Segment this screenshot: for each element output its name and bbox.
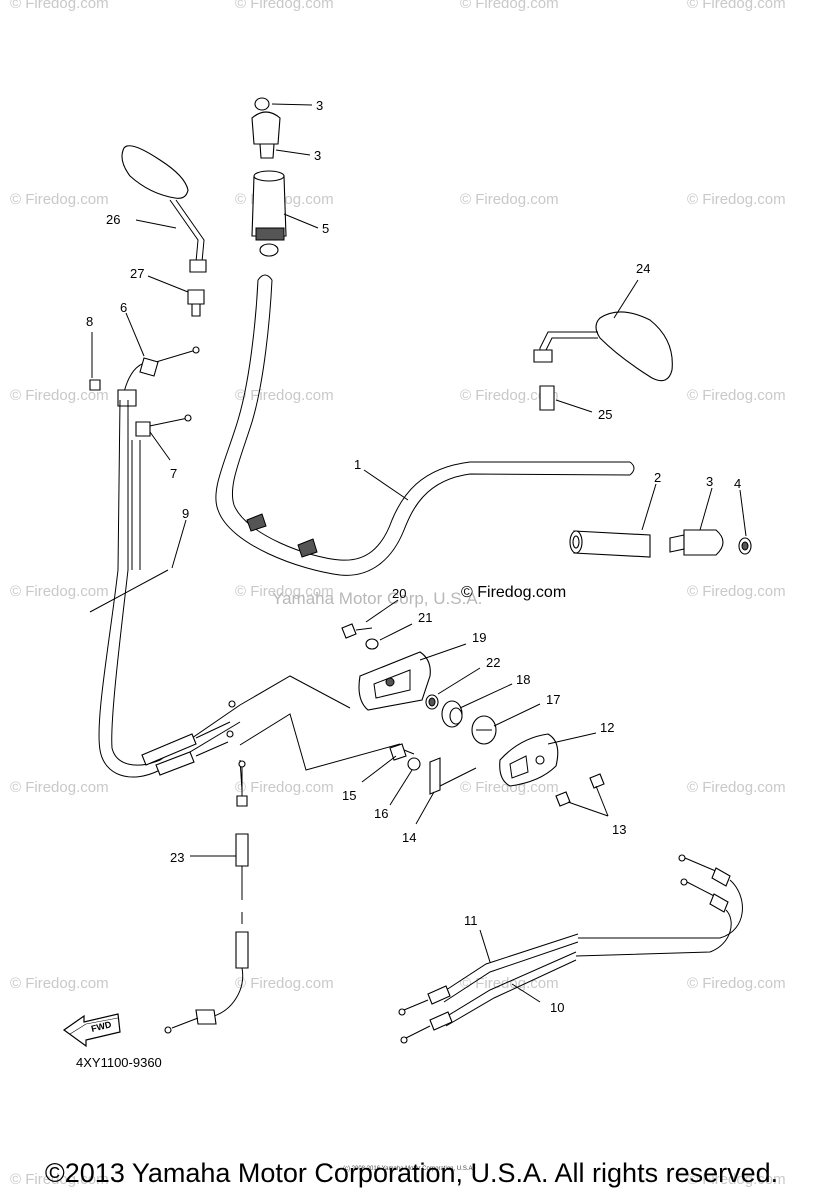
cap-left (254, 97, 270, 111)
callout-26: 26 (106, 212, 120, 227)
callouts: 3 3 5 26 27 6 8 7 9 1 2 3 4 24 25 20 21 … (86, 98, 741, 1015)
watermark-brand: Yamaha Motor Corp, U.S.A. (272, 589, 482, 608)
cable-23 (164, 760, 249, 1034)
callout-7: 7 (170, 466, 177, 481)
callout-20: 20 (392, 586, 406, 601)
watermark: © Firedog.com (687, 975, 786, 992)
spring-22 (425, 694, 439, 710)
callout-5: 5 (322, 221, 329, 236)
watermark: © Firedog.com (460, 191, 559, 208)
screw-15 (389, 743, 415, 761)
watermark: © Firedog.com (687, 779, 786, 796)
cap-right (738, 537, 752, 555)
watermark: © Firedog.com (460, 0, 559, 12)
watermark-center: © Firedog.com (461, 584, 566, 601)
right-grip (569, 530, 651, 558)
switch-knob-17 (471, 715, 497, 745)
callout-25: 25 (598, 407, 612, 422)
callout-2: 2 (654, 470, 661, 485)
switch-housing-lower (358, 651, 431, 711)
watermark: © Firedog.com (10, 779, 109, 796)
watermark: © Firedog.com (10, 0, 109, 12)
switch-knob-18 (441, 700, 463, 728)
callout-10: 10 (550, 1000, 564, 1015)
callout-8: 8 (86, 314, 93, 329)
callout-17: 17 (546, 692, 560, 707)
adapter-left (187, 289, 205, 317)
watermark: © Firedog.com (235, 387, 334, 404)
left-grip (251, 170, 287, 257)
callout-12: 12 (600, 720, 614, 735)
callout-16: 16 (374, 806, 388, 821)
callout-4: 3 (316, 98, 323, 113)
leader-lines (91, 103, 747, 1003)
callout-23: 23 (170, 850, 184, 865)
cable-left-assembly (89, 346, 241, 778)
screw-20 (341, 623, 373, 639)
watermark: © Firedog.com (10, 387, 109, 404)
mirror-left (121, 145, 207, 273)
mirror-right (533, 311, 673, 382)
callout-21: 21 (418, 610, 432, 625)
diagram-part-number: 4XY1100-9360 (76, 1055, 162, 1070)
watermark: © Firedog.com (460, 779, 559, 796)
callout-4-right: 4 (734, 476, 741, 491)
callout-6: 6 (120, 300, 127, 315)
adapter-right (539, 385, 555, 411)
handlebar (215, 274, 635, 576)
watermark: © Firedog.com (235, 0, 334, 12)
fwd-label: FWD (90, 1019, 113, 1034)
washer-21 (365, 638, 379, 650)
callout-27: 27 (130, 266, 144, 281)
watermark: © Firedog.com (687, 191, 786, 208)
nut-13 (555, 773, 605, 807)
cable-10-11 (398, 854, 743, 1044)
callout-22: 22 (486, 655, 500, 670)
watermark: © Firedog.com (460, 975, 559, 992)
callout-19: 19 (472, 630, 486, 645)
callout-14: 14 (402, 830, 416, 845)
watermark: © Firedog.com (10, 975, 109, 992)
callout-15: 15 (342, 788, 356, 803)
callout-18: 18 (516, 672, 530, 687)
washer-16 (407, 757, 421, 771)
watermark: © Firedog.com (687, 0, 786, 12)
watermark: © Firedog.com (687, 583, 786, 600)
watermark: © Firedog.com (235, 583, 334, 600)
watermark: © Firedog.com (235, 779, 334, 796)
fwd-arrow-icon: FWD (62, 1013, 121, 1048)
callout-3-right: 3 (706, 474, 713, 489)
bar-end-left (251, 111, 281, 159)
copyright-notice: ©2013 Yamaha Motor Corporation, U.S.A. A… (44, 1158, 779, 1188)
bar-end-right (669, 529, 724, 556)
callout-13: 13 (612, 822, 626, 837)
fine-print: (c) 2008 2016 Yamaha Motor Corporation, … (343, 1166, 475, 1172)
connector-lines (239, 675, 477, 791)
watermark: © Firedog.com (10, 583, 109, 600)
watermark: © Firedog.com (235, 975, 334, 992)
watermark: © Firedog.com (687, 1171, 786, 1188)
callout-24: 24 (636, 261, 650, 276)
switch-housing-upper (499, 733, 559, 787)
callout-3: 3 (314, 148, 321, 163)
callout-11: 11 (464, 913, 478, 928)
callout-1: 1 (354, 457, 361, 472)
clip-14 (429, 757, 441, 795)
watermark-grid: © Firedog.com © Firedog.com © Firedog.co… (10, 0, 786, 1188)
watermark: © Firedog.com (10, 1171, 109, 1188)
watermark: © Firedog.com (460, 387, 559, 404)
watermark: © Firedog.com (687, 387, 786, 404)
watermark: © Firedog.com (10, 191, 109, 208)
callout-9: 9 (182, 506, 189, 521)
